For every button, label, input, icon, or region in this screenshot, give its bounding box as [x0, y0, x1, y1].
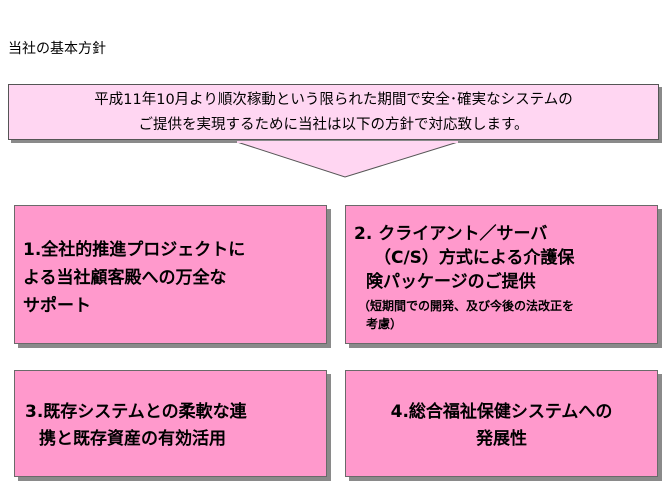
policy-2-line-1: 2. クライアント／サーバ [354, 224, 548, 244]
policy-2-note: （短期間での開発、及び今後の法改正を 考慮） [358, 297, 574, 333]
policy-3-text: 3.既存システムとの柔軟な連 携と既存資産の有効活用 [25, 399, 247, 453]
policy-card-1: 1.全社的推進プロジェクトに よる当社顧客殿への万全な サポート [14, 205, 327, 344]
intro-box: 平成11年10月より順次稼動という限られた期間で安全･確実なシステムの ご提供を… [8, 84, 659, 140]
policy-2-note-line-2: 考慮） [366, 317, 403, 331]
policy-3-line-1: 3.既存システムとの柔軟な連 [25, 402, 247, 422]
policy-card-3: 3.既存システムとの柔軟な連 携と既存資産の有効活用 [14, 370, 327, 477]
policy-2-note-line-1: （短期間での開発、及び今後の法改正を [358, 299, 575, 313]
page-title: 当社の基本方針 [8, 41, 106, 57]
policy-4-text: 4.総合福祉保健システムへの 発展性 [346, 399, 657, 453]
policy-1-line-3: サポート [23, 296, 91, 316]
policy-card-2: 2. クライアント／サーバ （C/S）方式による介護保 険パッケージのご提供 （… [345, 205, 658, 344]
policy-2-line-3: 険パッケージのご提供 [366, 272, 536, 292]
policy-3-line-2: 携と既存資産の有効活用 [39, 429, 226, 449]
policy-1-line-2: よる当社顧客殿への万全な [23, 268, 227, 288]
policy-2-text: 2. クライアント／サーバ （C/S）方式による介護保 険パッケージのご提供 [354, 222, 654, 294]
policy-4-line-1: 4.総合福祉保健システムへの [390, 402, 613, 422]
policy-1-text: 1.全社的推進プロジェクトに よる当社顧客殿への万全な サポート [23, 236, 245, 320]
policy-4-line-2: 発展性 [476, 429, 527, 449]
policy-card-4: 4.総合福祉保健システムへの 発展性 [345, 370, 658, 477]
policy-2-line-2: （C/S）方式による介護保 [374, 248, 575, 268]
intro-line-1: 平成11年10月より順次稼動という限られた期間で安全･確実なシステムの [94, 92, 573, 108]
intro-line-2: ご提供を実現するために当社は以下の方針で対応致します。 [138, 117, 529, 133]
policy-1-line-1: 1.全社的推進プロジェクトに [23, 240, 246, 260]
